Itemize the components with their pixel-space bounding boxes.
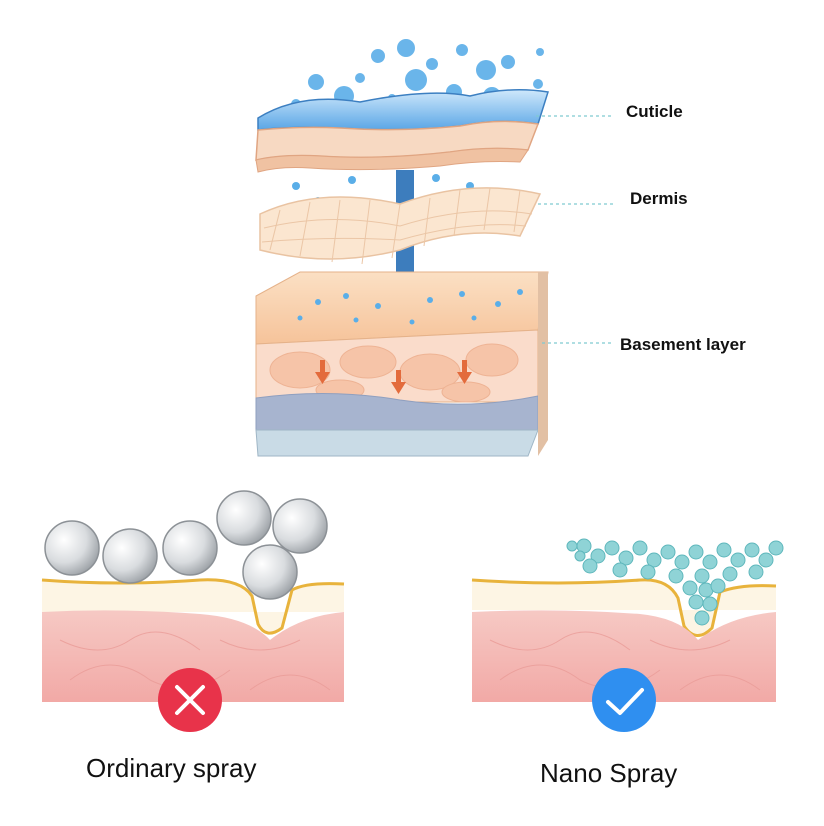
nano-particles: [566, 538, 784, 626]
cuticle-label: Cuticle: [626, 102, 683, 121]
dermis-label: Dermis: [630, 189, 688, 208]
dermis-layer: [259, 187, 542, 265]
basement-block: [255, 271, 549, 457]
cuticle-layer: [255, 89, 549, 173]
leader-lines: [536, 115, 614, 344]
basement-layer-label: Basement layer: [620, 335, 746, 354]
ordinary-spray-caption: Ordinary spray: [86, 753, 257, 783]
nano-spray-caption: Nano Spray: [540, 758, 678, 788]
nano-spray-panel: [471, 538, 784, 732]
large-particles: [44, 490, 328, 600]
cross-icon: [158, 668, 222, 732]
ordinary-spray-panel: [41, 490, 345, 732]
check-icon: [592, 668, 656, 732]
